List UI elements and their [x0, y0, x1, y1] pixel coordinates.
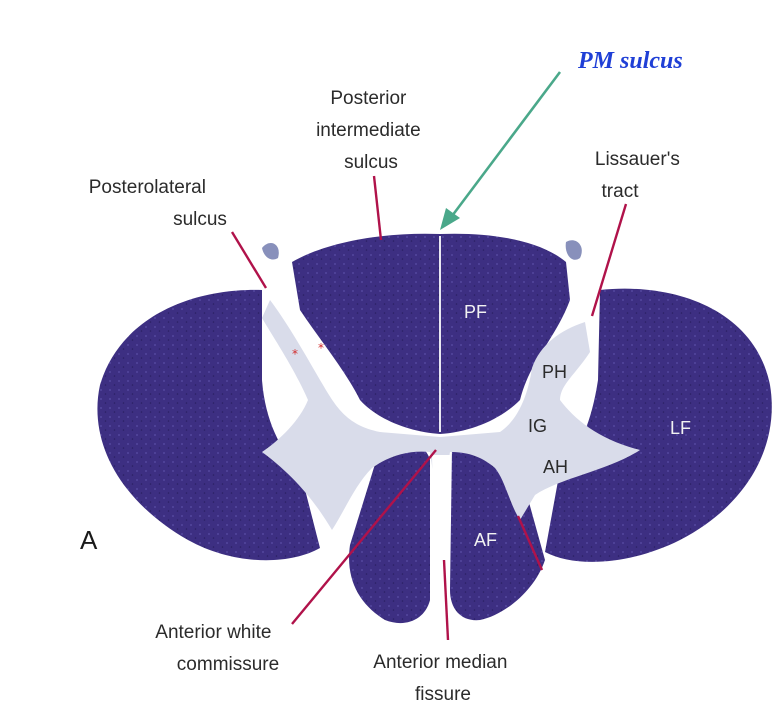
region-ph-label: PH — [542, 362, 567, 382]
anterior-white-leader — [291, 449, 437, 625]
pm-sulcus-label: PM sulcus — [577, 48, 683, 74]
left-rootlet — [262, 243, 279, 260]
lissauer-leader — [590, 203, 628, 317]
af-boundary-leader — [516, 515, 544, 571]
region-pf-label: PF — [464, 302, 487, 322]
region-lf-label: LF — [670, 418, 691, 438]
right-rootlet — [565, 240, 582, 260]
star-marker: * — [318, 341, 324, 355]
spinal-cord-section: * * — [97, 233, 772, 630]
left-lateral-funiculus — [97, 289, 320, 561]
posterolateral-leader — [230, 231, 268, 289]
left-anterior-funiculus — [349, 442, 430, 624]
posterior-intermediate-leader — [372, 175, 383, 241]
leader-lines — [230, 175, 628, 641]
region-af-label: AF — [474, 530, 497, 550]
anterior-white-label: Anterior white commissure — [155, 622, 279, 675]
lissauer-label: Lissauer's tract — [595, 149, 685, 202]
pm-sulcus-arrow — [440, 71, 562, 230]
region-ig-label: IG — [528, 416, 547, 436]
gray-matter — [262, 300, 640, 530]
anterior-median-label: Anterior median fissure — [373, 652, 512, 705]
posterolateral-label: Posterolateral sulcus — [89, 177, 227, 230]
anterior-median-leader — [442, 559, 450, 641]
right-lateral-funiculus — [545, 288, 772, 562]
posterior-intermediate-label: Posterior intermediate sulcus — [316, 88, 426, 173]
panel-letter: A — [80, 525, 98, 555]
star-marker: * — [292, 347, 298, 361]
posterior-funiculus — [292, 233, 570, 434]
region-ah-label: AH — [543, 457, 568, 477]
